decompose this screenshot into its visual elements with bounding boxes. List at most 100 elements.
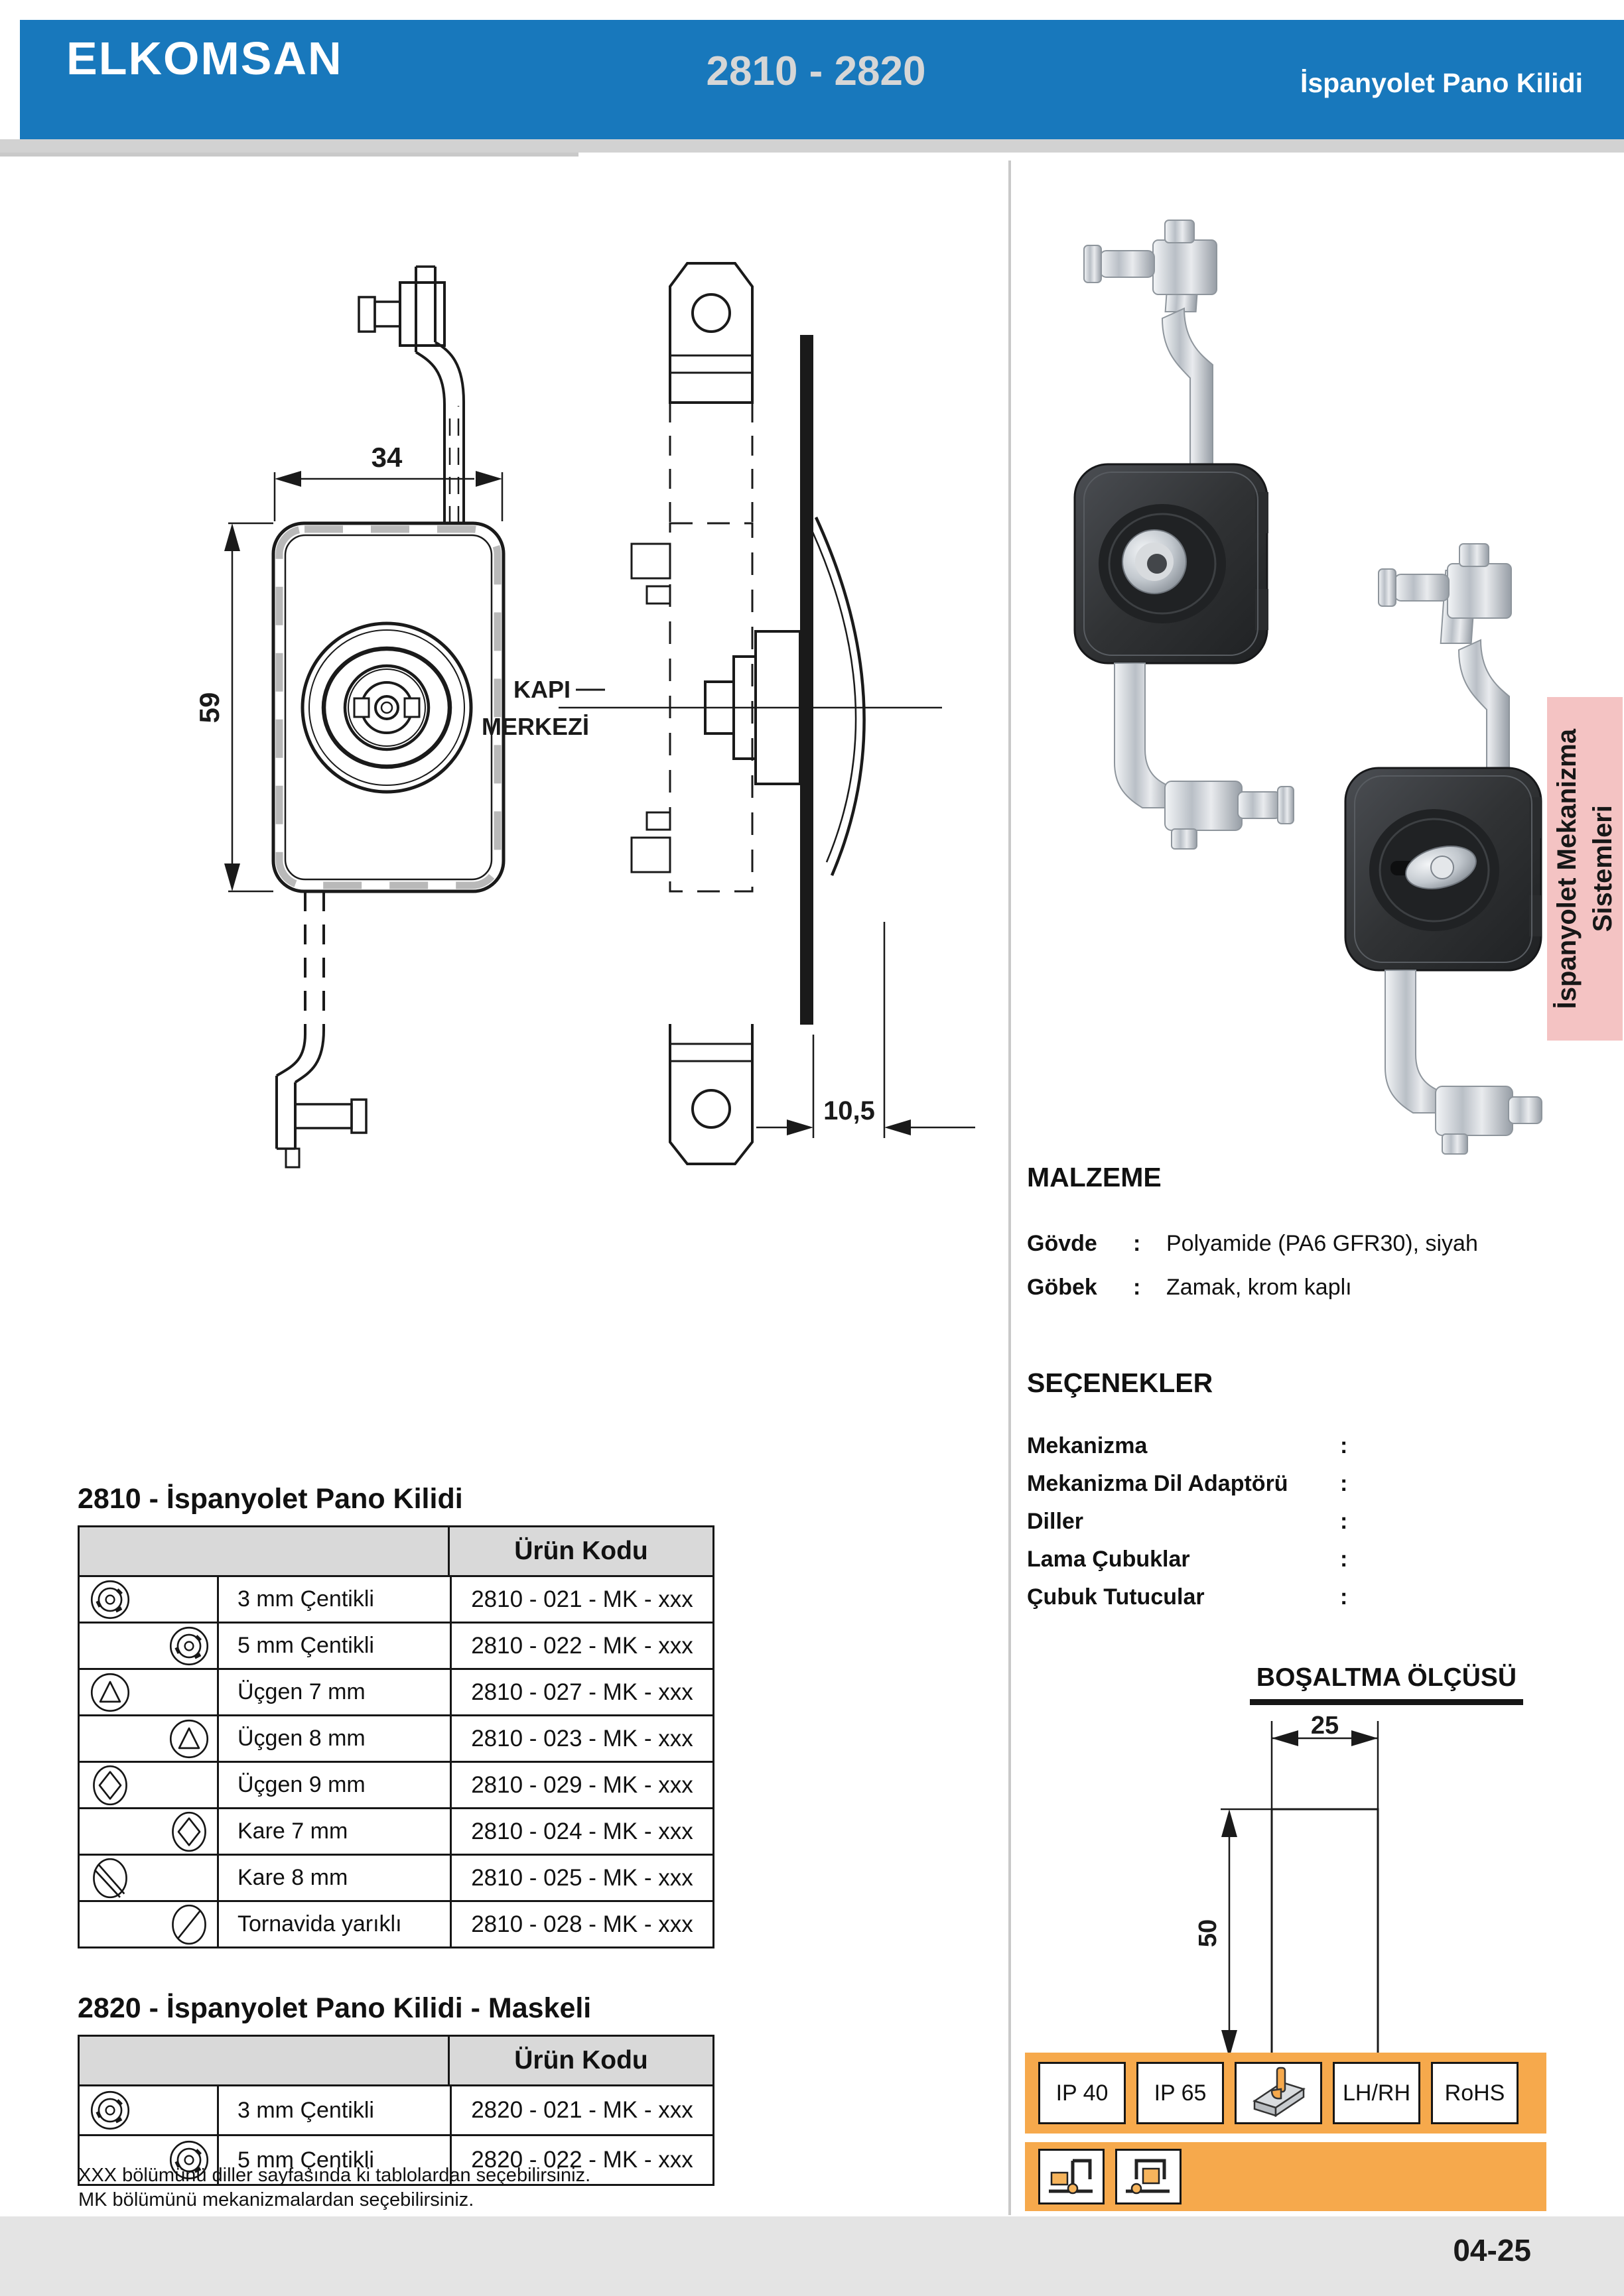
row-product-code: 2810 - 028 - MK - xxx: [450, 1902, 712, 1946]
material-value: Polyamide (PA6 GFR30), siyah: [1166, 1230, 1478, 1256]
table-header-code: Ürün Kodu: [514, 2046, 648, 2074]
ip40-badge: IP 40: [1038, 2062, 1126, 2124]
table-2820: Ürün Kodu 3 mm Çentikli 2820 - 021 - MK …: [78, 2035, 714, 2186]
row-product-code: 2810 - 025 - MK - xxx: [450, 1856, 712, 1900]
cutout-width-dim: 25: [1311, 1712, 1339, 1740]
row-label: 5 mm Çentikli: [217, 1624, 450, 1668]
material-colon: :: [1133, 1230, 1141, 1256]
row-label: Üçgen 7 mm: [217, 1670, 450, 1714]
table-row: Üçgen 8 mm 2810 - 023 - MK - xxx: [80, 1714, 712, 1761]
table-row: Kare 8 mm 2810 - 025 - MK - xxx: [80, 1854, 712, 1900]
door-center-label-1: KAPI: [513, 676, 571, 703]
page-title: İspanyolet Pano Kilidi: [1300, 68, 1583, 98]
option-colon: :: [1340, 1509, 1348, 1534]
footnote-line: XXX bölümünü diller sayfasında ki tablol…: [78, 2165, 591, 2186]
option-label: Lama Çubuklar: [1027, 1547, 1190, 1572]
key-profile-icon: [80, 1670, 217, 1714]
cutout-height-dim: 50: [1194, 1919, 1222, 1947]
material-colon: :: [1133, 1274, 1141, 1300]
product-photo-2: [1344, 543, 1542, 1155]
material-label: Göbek: [1027, 1274, 1097, 1300]
option-colon: :: [1340, 1471, 1348, 1496]
lama-rail-icon: [1235, 2062, 1322, 2124]
table-2810: Ürün Kodu 3 mm Çentikli 2810 - 021 - MK …: [78, 1525, 714, 1948]
key-profile-icon: [80, 1809, 217, 1854]
key-profile-icon: [80, 1856, 217, 1900]
table-row: 5 mm Çentikli 2810 - 022 - MK - xxx: [80, 1622, 712, 1668]
front-width-dim: 34: [372, 442, 403, 473]
key-profile-icon: [80, 1577, 217, 1622]
option-label: Mekanizma: [1027, 1433, 1148, 1458]
certification-badges-bar: IP 40 IP 65 LH/RH RoHS: [1025, 2053, 1546, 2134]
table-row: 5 mm Çentikli 2820 - 022 - MK - xxx: [80, 2134, 712, 2184]
key-profile-icon: [80, 2136, 217, 2184]
rohs-badge: RoHS: [1431, 2062, 1519, 2124]
table-2810-title: 2810 - İspanyolet Pano Kilidi: [78, 1483, 463, 1515]
key-profile-icon: [80, 1902, 217, 1946]
materials-heading: MALZEME: [1027, 1162, 1162, 1192]
material-value: Zamak, krom kaplı: [1166, 1274, 1352, 1300]
page-number: 04-25: [1453, 2233, 1531, 2267]
options-heading: SEÇENEKLER: [1027, 1368, 1213, 1398]
row-product-code: 2810 - 029 - MK - xxx: [450, 1763, 712, 1807]
option-colon: :: [1340, 1433, 1348, 1458]
table-row: 3 mm Çentikli 2810 - 021 - MK - xxx: [80, 1575, 712, 1622]
key-profile-icon: [80, 1624, 217, 1668]
cutout-heading: BOŞALTMA ÖLÇÜSÜ: [1256, 1663, 1517, 1692]
technical-drawing: 34 59: [194, 262, 975, 1169]
table-row: Kare 7 mm 2810 - 024 - MK - xxx: [80, 1807, 712, 1854]
table-row: Üçgen 9 mm 2810 - 029 - MK - xxx: [80, 1761, 712, 1807]
row-label: Üçgen 8 mm: [217, 1716, 450, 1761]
brand-logo: ELKOMSAN: [66, 32, 343, 84]
footnote-line: MK bölümünü mekanizmalardan seçebilirsin…: [78, 2189, 474, 2210]
row-product-code: 2810 - 021 - MK - xxx: [450, 1577, 712, 1622]
column-divider: [1008, 160, 1011, 2215]
row-label: Üçgen 9 mm: [217, 1763, 450, 1807]
table-header-row: Ürün Kodu: [80, 1527, 712, 1575]
option-colon: :: [1340, 1547, 1348, 1572]
table-2820-title: 2820 - İspanyolet Pano Kilidi - Maskeli: [78, 1992, 592, 2024]
row-label: 3 mm Çentikli: [217, 1577, 450, 1622]
key-profile-icon: [80, 2086, 217, 2134]
material-label: Gövde: [1027, 1230, 1097, 1256]
option-label: Mekanizma Dil Adaptörü: [1027, 1471, 1288, 1496]
material-row: Göbek : Zamak, krom kaplı: [1027, 1265, 1478, 1309]
table-row: 3 mm Çentikli 2820 - 021 - MK - xxx: [80, 2084, 712, 2134]
table-header-row: Ürün Kodu: [80, 2037, 712, 2084]
row-label: Tornavida yarıklı: [217, 1902, 450, 1946]
row-label: 3 mm Çentikli: [217, 2086, 450, 2134]
options-list: Mekanizma : Mekanizma Dil Adaptörü : Dil…: [1027, 1427, 1347, 1616]
option-row: Çubuk Tutucular :: [1027, 1578, 1347, 1616]
header-shadow: [0, 139, 1624, 153]
section-tab-line1: İspanyolet Mekanizma: [1552, 728, 1582, 1009]
lhrh-badge: LH/RH: [1333, 2062, 1420, 2124]
row-label: 5 mm Çentikli: [217, 2136, 450, 2184]
option-row: Lama Çubuklar :: [1027, 1541, 1347, 1578]
table-header-code: Ürün Kodu: [514, 1537, 648, 1565]
row-product-code: 2810 - 027 - MK - xxx: [450, 1670, 712, 1714]
row-label: Kare 7 mm: [217, 1809, 450, 1854]
section-tab-line2: Sistemleri: [1588, 805, 1617, 932]
mounting-badges-bar: [1025, 2142, 1546, 2211]
option-row: Diller :: [1027, 1503, 1347, 1541]
ip65-badge: IP 65: [1136, 2062, 1224, 2124]
side-offset-dim: 10,5: [823, 1096, 875, 1125]
table-row: Tornavida yarıklı 2810 - 028 - MK - xxx: [80, 1900, 712, 1946]
option-label: Çubuk Tutucular: [1027, 1584, 1205, 1610]
row-label: Kare 8 mm: [217, 1856, 450, 1900]
row-product-code: 2810 - 023 - MK - xxx: [450, 1716, 712, 1761]
option-colon: :: [1340, 1584, 1348, 1610]
materials-list: Gövde : Polyamide (PA6 GFR30), siyah Göb…: [1027, 1222, 1478, 1309]
key-profile-icon: [80, 1763, 217, 1807]
table-header-empty: [80, 2037, 450, 2084]
product-photo-1: [1073, 220, 1294, 850]
panel-mount-inside-icon: [1115, 2149, 1182, 2204]
option-row: Mekanizma Dil Adaptörü :: [1027, 1465, 1347, 1503]
option-row: Mekanizma :: [1027, 1427, 1347, 1465]
product-photos: [1073, 220, 1542, 1155]
front-height-dim: 59: [194, 692, 225, 724]
cutout-drawing: 25 50: [1194, 1712, 1379, 2059]
panel-mount-outside-icon: [1038, 2149, 1105, 2204]
section-tab: İspanyolet Mekanizma Sistemleri: [1547, 697, 1623, 1041]
